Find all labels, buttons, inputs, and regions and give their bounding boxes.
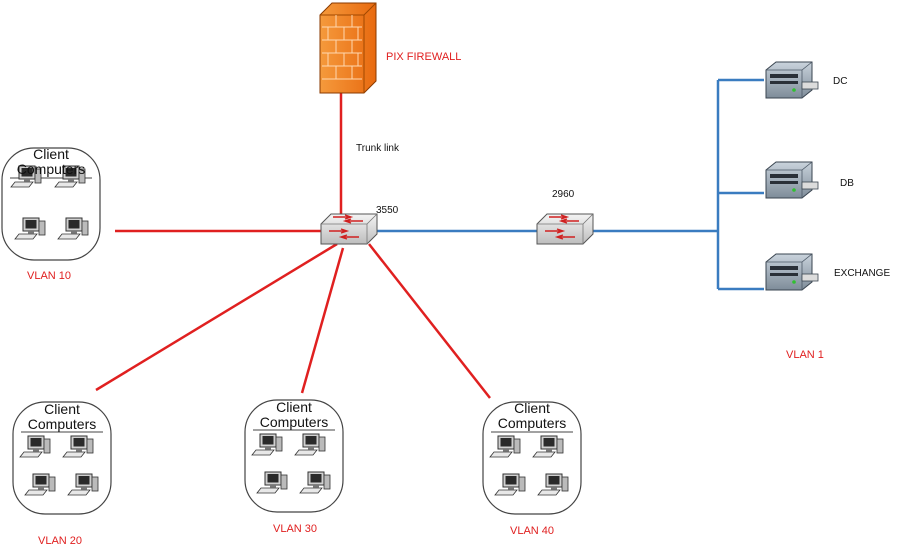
server-db-label: DB bbox=[840, 178, 854, 189]
link-vlan-30 bbox=[300, 247, 345, 394]
client-cluster-vlan-10 bbox=[1, 147, 101, 261]
server-vlan-label: VLAN 1 bbox=[786, 349, 824, 361]
cluster-vlan-30-label: VLAN 30 bbox=[273, 523, 318, 535]
cluster-title-vlan-40: Client Computers bbox=[497, 400, 567, 431]
cluster-title-vlan-30: Client Computers bbox=[259, 399, 329, 430]
firewall-label: PIX FIREWALL bbox=[386, 51, 462, 63]
switch-3550-label: 3550 bbox=[376, 205, 399, 216]
switch-2960-icon bbox=[536, 213, 594, 245]
cluster-vlan-10-label: VLAN 10 bbox=[27, 270, 72, 282]
cluster-title-vlan-10: Client Computers bbox=[16, 146, 86, 177]
client-cluster-vlan-20 bbox=[12, 401, 112, 515]
server-exchange-label: EXCHANGE bbox=[834, 268, 891, 279]
firewall-icon bbox=[319, 2, 377, 94]
switch-2960-label: 2960 bbox=[552, 189, 575, 200]
cluster-title-vlan-20: Client Computers bbox=[27, 401, 97, 432]
server-dc-label: DC bbox=[833, 76, 848, 87]
client-cluster-vlan-40 bbox=[482, 401, 582, 515]
links bbox=[95, 78, 764, 399]
cluster-vlan-20-label: VLAN 20 bbox=[38, 535, 83, 547]
cluster-vlan-40-label: VLAN 40 bbox=[510, 525, 555, 537]
link-vlan-40 bbox=[368, 243, 491, 399]
server-db-icon bbox=[765, 161, 819, 199]
link-vlan-20 bbox=[95, 242, 338, 392]
switch-3550-icon bbox=[320, 213, 378, 245]
server-exchange-icon bbox=[765, 253, 819, 291]
client-cluster-vlan-30 bbox=[244, 399, 344, 513]
server-dc-icon bbox=[765, 61, 819, 99]
trunk-link-label: Trunk link bbox=[356, 143, 399, 154]
